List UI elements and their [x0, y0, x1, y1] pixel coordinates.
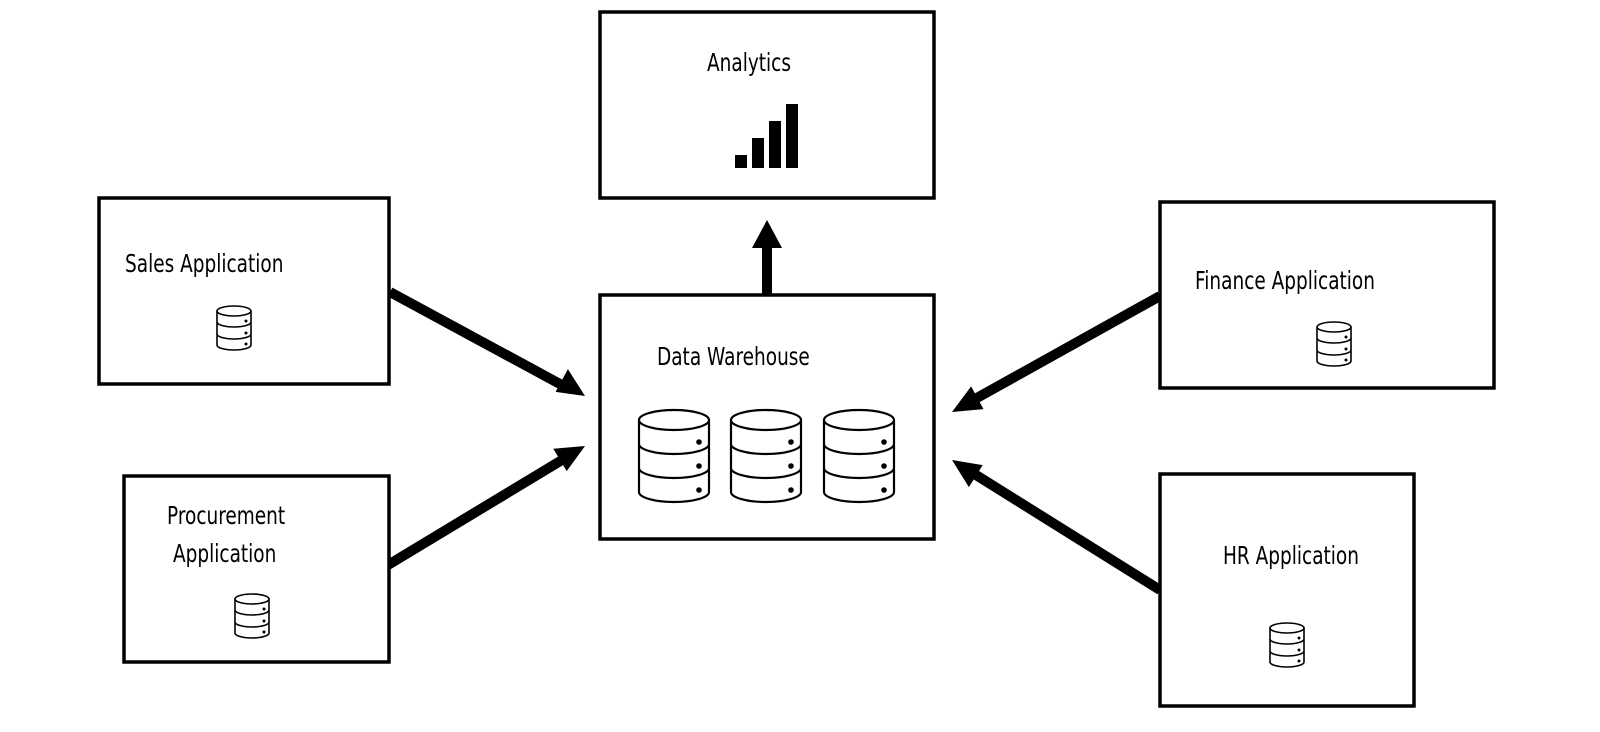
database-icon [1269, 622, 1305, 668]
database-icon [1316, 321, 1352, 367]
node-hr-label: HR Application [1223, 542, 1359, 570]
edge-sales-to-warehouse [387, 287, 585, 396]
node-procurement-label-line2: Application [173, 540, 276, 568]
edge-hr-to-warehouse [952, 460, 1163, 595]
edge-procurement-to-warehouse [385, 446, 585, 570]
database-icon [234, 593, 270, 639]
database-icon [822, 408, 896, 504]
node-analytics-label: Analytics [707, 49, 791, 77]
node-sales-label: Sales Application [125, 250, 283, 278]
node-procurement-label-line1: Procurement [167, 502, 285, 530]
node-analytics: Analytics [598, 10, 936, 200]
node-finance-label: Finance Application [1195, 267, 1375, 295]
node-finance-application: Finance Application [1158, 200, 1496, 390]
node-warehouse-label: Data Warehouse [657, 343, 810, 371]
node-procurement-application: Procurement Application [122, 474, 391, 664]
edge-warehouse-to-analytics [752, 220, 782, 295]
database-icon [637, 408, 711, 504]
database-icon [729, 408, 803, 504]
bar-chart-icon [735, 104, 798, 168]
database-icon [216, 305, 252, 351]
node-hr-application: HR Application [1158, 472, 1416, 708]
node-sales-application: Sales Application [97, 196, 391, 386]
node-data-warehouse: Data Warehouse [598, 293, 936, 541]
edge-finance-to-warehouse [952, 291, 1163, 412]
